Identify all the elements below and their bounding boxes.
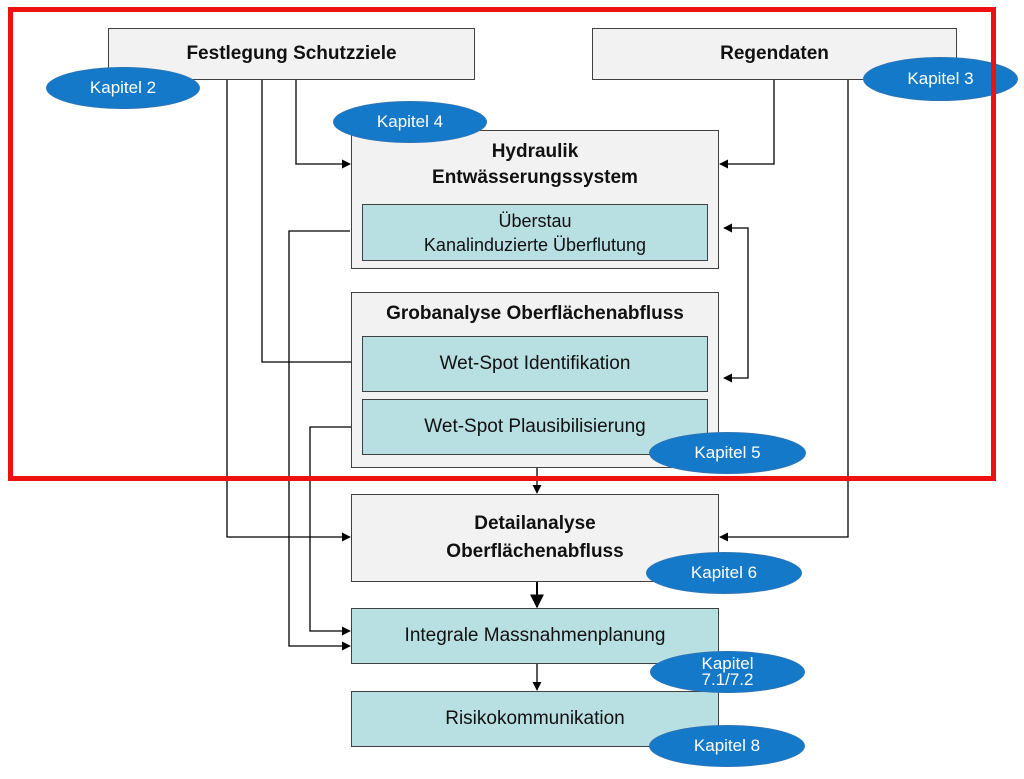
arrow-schutzziele-wetspot: [261, 80, 361, 367]
massnahmenplanung-box: Integrale Massnahmenplanung: [351, 608, 719, 664]
arrow-schutzziele-detail: [226, 80, 351, 542]
hydraulik-title-line2: Entwässerungssystem: [432, 167, 638, 188]
kapitel-8-label: Kapitel 8: [693, 736, 761, 755]
highlight-frame: [8, 7, 996, 481]
regendaten-label: Regendaten: [720, 43, 829, 64]
kapitel-3-label: Kapitel 3: [907, 69, 974, 88]
arrow-plausibilisierung-massnahmen: [309, 426, 360, 636]
kapitel-7-badge: Kapitel 7.1/7.2: [650, 651, 805, 693]
kapitel-5-badge: Kapitel 5: [649, 432, 806, 474]
kapitel-7-label-line1: Kapitel: [701, 654, 754, 673]
schutzziele-label: Festlegung Schutzziele: [186, 43, 397, 64]
ueberstau-box: Überstau Kanalinduzierte Überflutung: [362, 204, 708, 261]
kapitel-4-label: Kapitel 4: [376, 112, 444, 131]
kapitel-7-label-line2: 7.1/7.2: [701, 670, 754, 689]
detailanalyse-line2: Oberflächenabfluss: [446, 541, 624, 562]
wetspot-identifikation-label: Wet-Spot Identifikation: [439, 353, 631, 374]
wetspot-plausibilisierung-label: Wet-Spot Plausibilisierung: [424, 416, 646, 437]
grobanalyse-title: Grobanalyse Oberflächenabfluss: [386, 303, 684, 324]
arrow-schutzziele-hydraulik: [295, 80, 351, 169]
kapitel-6-badge: Kapitel 6: [646, 552, 802, 594]
kapitel-2-label: Kapitel 2: [89, 78, 157, 97]
risikokommunikation-label: Risikokommunikation: [445, 708, 625, 729]
wetspot-plausibilisierung-box: Wet-Spot Plausibilisierung: [362, 399, 708, 455]
ueberstau-line2: Kanalinduzierte Überflutung: [423, 234, 647, 255]
detailanalyse-line1: Detailanalyse: [474, 513, 596, 534]
arrow-regendaten-detail: [719, 80, 849, 542]
hydraulik-title-line1: Hydraulik: [491, 141, 579, 162]
kapitel-2-badge: Kapitel 2: [46, 67, 200, 109]
ueberstau-line1: Überstau: [498, 210, 572, 231]
arrow-ueberstau-massnahmen: [288, 230, 351, 651]
kapitel-8-badge: Kapitel 8: [649, 725, 805, 767]
kapitel-4-badge: Kapitel 4: [333, 101, 487, 143]
massnahmenplanung-label: Integrale Massnahmenplanung: [404, 625, 666, 646]
regendaten-box: Regendaten: [592, 28, 957, 80]
kapitel-5-label: Kapitel 5: [694, 443, 761, 462]
wetspot-identifikation-box: Wet-Spot Identifikation: [362, 336, 708, 392]
arrow-ueberstau-wetspot: [723, 223, 749, 383]
arrow-regendaten-hydraulik: [719, 80, 775, 169]
kapitel-6-label: Kapitel 6: [690, 563, 758, 582]
